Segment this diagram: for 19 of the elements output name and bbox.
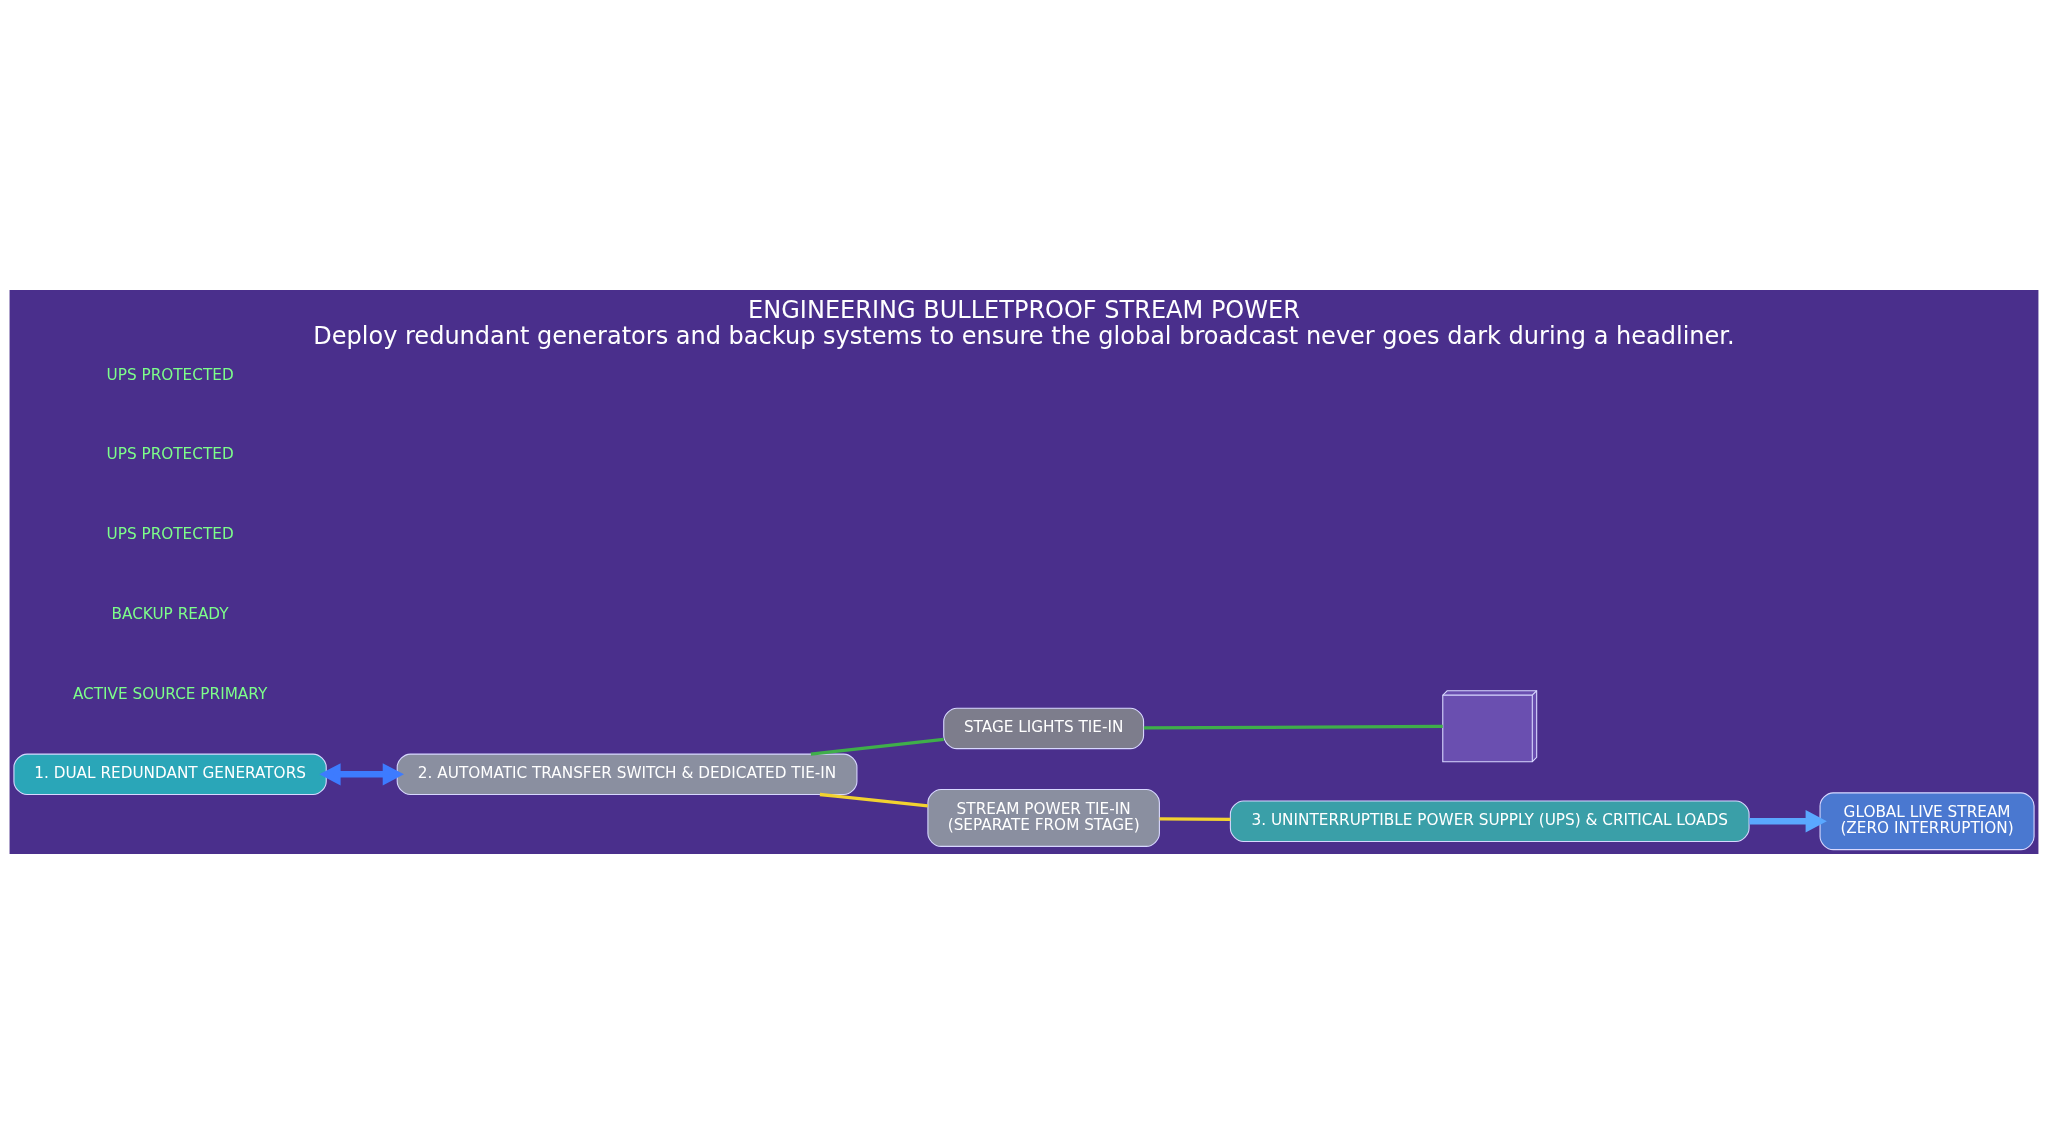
connector: [1159, 816, 1231, 821]
diagram-title: ENGINEERING BULLETPROOF STREAM POWER: [748, 295, 1300, 324]
node-box: 3. UNINTERRUPTIBLE POWER SUPPLY (UPS) & CRITICAL LOADS: [1229, 800, 1750, 842]
connector: [819, 792, 928, 807]
connector: [810, 737, 944, 756]
node-box: 1. DUAL REDUNDANT GENERATORS: [13, 753, 327, 795]
node-box: STAGE LIGHTS TIE-IN: [943, 707, 1145, 749]
node-box: STREAM POWER TIE-IN (SEPARATE FROM STAGE): [927, 788, 1160, 847]
node-box: 2. AUTOMATIC TRANSFER SWITCH & DEDICATED TIE-IN: [396, 753, 858, 795]
arrow: [1749, 809, 1827, 832]
caption: Deploy redundant generators and backup systems to ensure the global broadcast never goes dark during a headliner.: [313, 321, 1735, 350]
label: ACTIVE SOURCE PRIMARY: [72, 684, 268, 703]
node-box: GLOBAL LIVE STREAM (ZERO INTERRUPTION): [1819, 791, 2035, 850]
connector: [1143, 724, 1443, 730]
label: UPS PROTECTED: [106, 524, 234, 543]
label: BACKUP READY: [111, 604, 229, 623]
label: UPS PROTECTED: [106, 444, 234, 463]
arrow: [319, 762, 404, 785]
label: UPS PROTECTED: [106, 365, 234, 384]
